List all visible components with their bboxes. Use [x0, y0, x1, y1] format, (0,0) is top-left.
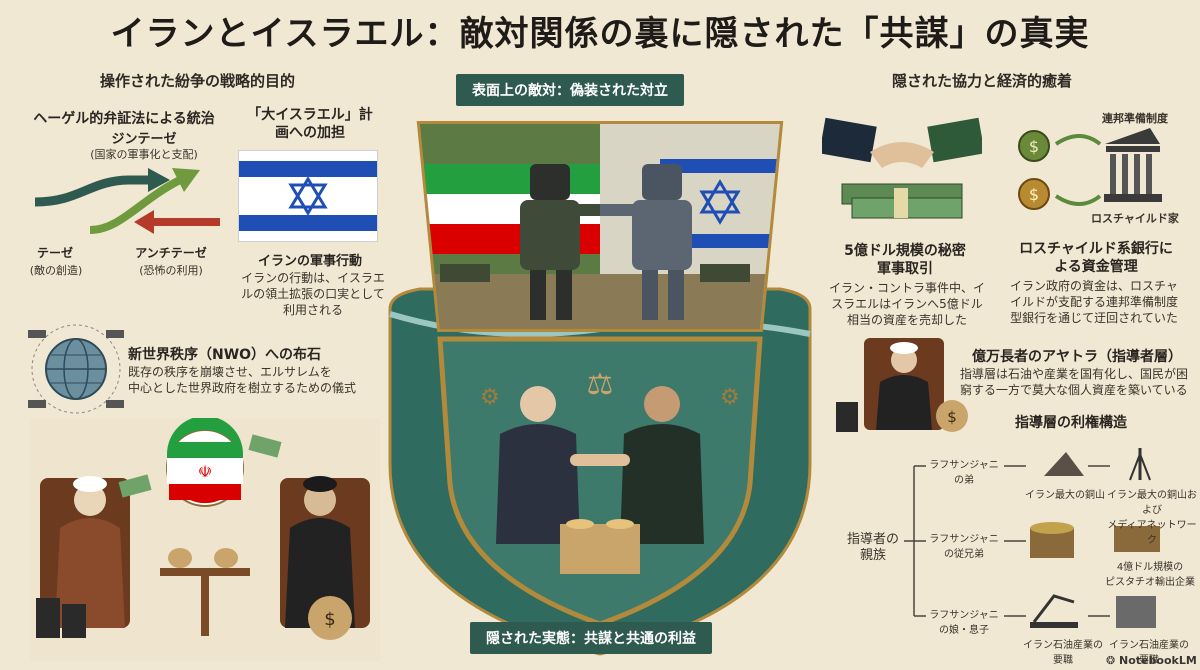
arms-desc-2: スラエルはイランへ5億ドル — [831, 297, 983, 311]
thesis-label: テーゼ — [36, 246, 73, 260]
greater-israel-desc-3: 利用される — [282, 303, 343, 317]
branch3-label: ラフサンジャニ の娘・息子 — [924, 606, 1004, 636]
greater-israel-desc-2: ルの領土拡張の口実として — [241, 287, 385, 301]
svg-text:⚙: ⚙ — [720, 385, 740, 410]
hegel-title: ヘーゲル的弁証法による統治 — [33, 111, 215, 127]
branch1-item1: イラン最大の銅山 — [1025, 490, 1105, 501]
shield-illustration: ⚖ ⚙ ⚙ — [388, 121, 812, 656]
iran-military-subtitle: イランの軍事行動 — [257, 254, 362, 269]
ayatollah-desc-1: 指導層は石油や産業を国有化し、国民が困 — [960, 367, 1189, 381]
branch3-item1-2: 要職 — [1053, 655, 1073, 666]
branch3-label-1: ラフサンジャニ — [929, 610, 999, 621]
surveillance-globe-icon — [28, 324, 124, 414]
branch3-item1: イラン石油産業の 要職 — [1018, 636, 1108, 666]
brand-logo-icon: ❂ — [1106, 654, 1120, 667]
synthesis-note: (国家の軍事化と支配) — [90, 148, 198, 161]
nwo-desc: 既存の秩序を崩壊させ、エルサレムを 中心とした世界政府を樹立するための儀式 — [128, 364, 388, 396]
svg-text:$: $ — [1029, 137, 1039, 156]
rothschild-desc-2: イルドが支配する連邦準備制度 — [1009, 295, 1178, 309]
left-section-title: 操作された紛争の戦略的目的 — [100, 72, 296, 90]
top-banner: 表面上の敵対：偽装された対立 — [456, 74, 684, 106]
branch3-item1-1: イラン石油産業の — [1023, 640, 1103, 651]
bank-coins-icon: $ $ — [1018, 128, 1162, 210]
bottom-banner: 隠された実態：共謀と共通の利益 — [470, 622, 712, 654]
rothschild-desc-1: イラン政府の資金は、ロスチャ — [1010, 279, 1178, 293]
rothschild-desc: イラン政府の資金は、ロスチャ イルドが支配する連邦準備制度 型銀行を通じて迂回さ… — [994, 278, 1194, 326]
family-label: ロスチャイルド家 — [1091, 212, 1179, 225]
structure-root-1: 指導者の — [846, 532, 899, 547]
brand-watermark: ❂ NotebookLM — [1106, 654, 1197, 667]
nwo-desc-2: 中心とした世界政府を樹立するための儀式 — [128, 381, 357, 395]
structure-tree-lines — [904, 448, 1160, 628]
branch1-item2-1: イラン最大の銅山および — [1107, 490, 1197, 516]
rothschild-desc-3: 型銀行を通じて迂回されていた — [1010, 311, 1178, 325]
svg-text:⚙: ⚙ — [480, 385, 500, 410]
antithesis-note: (恐怖の利用) — [139, 264, 203, 277]
ayatollah-throne-icon: $ — [836, 338, 968, 432]
greater-israel-desc: イランの行動は、イスラエ ルの領土拡張の口実として 利用される — [240, 270, 386, 318]
branch1-item2: イラン最大の銅山および メディアネットワーク — [1104, 486, 1200, 546]
thesis-note: (敵の創造) — [29, 264, 83, 277]
branch1-label-1: ラフサンジャニ — [929, 460, 999, 471]
branch2-label-1: ラフサンジャニ — [929, 534, 999, 545]
svg-text:$: $ — [1029, 185, 1039, 204]
rothschild-title-1: ロスチャイルド系銀行に — [1019, 241, 1173, 257]
branch1-item2-2: メディアネットワーク — [1107, 520, 1197, 546]
branch2-item-1: 4億ドル規模の — [1116, 562, 1184, 573]
branch2-label-2: の従兄弟 — [944, 549, 984, 560]
branch3-item2: イラン石油産業の 要職 — [1104, 636, 1194, 666]
greater-israel-title-1: 「大イスラエル」計 — [247, 107, 373, 123]
fed-label: 連邦準備制度 — [1102, 112, 1168, 125]
structure-root: 指導者の 親族 — [838, 532, 908, 564]
branch3-item2-1: イラン石油産業の — [1109, 640, 1189, 651]
dialectic-arrows-icon — [34, 168, 220, 234]
svg-text:⚖: ⚖ — [587, 367, 614, 402]
handshake-money-icon — [822, 117, 982, 219]
branch2-label: ラフサンジャニ の従兄弟 — [924, 530, 1004, 560]
antithesis-label: アンチテーゼ — [135, 246, 207, 260]
arms-desc-1: イラン・コントラ事件中、イ — [828, 281, 985, 295]
ayatollah-desc-2: 窮する一方で莫大な個人資産を築いている — [960, 383, 1188, 397]
arms-desc-3: 相当の資産を売却した — [846, 313, 967, 327]
nwo-desc-1: 既存の秩序を崩壊させ、エルサレムを — [128, 365, 332, 379]
branch3-label-2: の娘・息子 — [939, 625, 989, 636]
greater-israel-desc-1: イランの行動は、イスラエ — [241, 271, 385, 285]
arms-title-2: 軍事取引 — [877, 261, 933, 277]
svg-text:$: $ — [324, 609, 335, 630]
greater-israel-title-2: 画への加担 — [275, 125, 345, 141]
branch2-item: 4億ドル規模の ピスタチオ輸出企業 — [1100, 558, 1200, 588]
ayatollah-title: 億万長者のアヤトラ（指導者層） — [972, 349, 1182, 365]
branch2-item-2: ピスタチオ輸出企業 — [1105, 577, 1195, 588]
brand-name: NotebookLM — [1119, 654, 1197, 667]
page-title: イランとイスラエル：敵対関係の裏に隠された「共謀」の真実 — [110, 14, 1090, 54]
rothschild-title-2: よる資金管理 — [1054, 259, 1138, 275]
ayatollah-desc: 指導層は石油や産業を国有化し、国民が困 窮する一方で莫大な個人資産を築いている — [960, 366, 1196, 398]
synthesis-label: ジンテーゼ — [111, 132, 177, 147]
nwo-title: 新世界秩序（NWO）への布石 — [128, 347, 322, 363]
branch1-label: ラフサンジャニ の弟 — [924, 456, 1004, 486]
svg-text:$: $ — [947, 408, 957, 426]
arms-desc: イラン・コントラ事件中、イ スラエルはイランへ5億ドル 相当の資産を売却した — [822, 280, 992, 328]
arms-title-1: 5億ドル規模の秘密 — [844, 243, 966, 259]
structure-title: 指導層の利権構造 — [1015, 415, 1127, 431]
structure-root-2: 親族 — [859, 548, 886, 563]
leaders-meeting-illustration: ☫ $ — [30, 418, 380, 662]
israel-flag-icon — [238, 150, 378, 242]
branch3-item2-2: 要職 — [1139, 655, 1159, 666]
right-section-title: 隠された協力と経済的癒着 — [892, 72, 1073, 90]
svg-text:☫: ☫ — [198, 462, 212, 481]
branch1-label-2: の弟 — [954, 475, 974, 486]
